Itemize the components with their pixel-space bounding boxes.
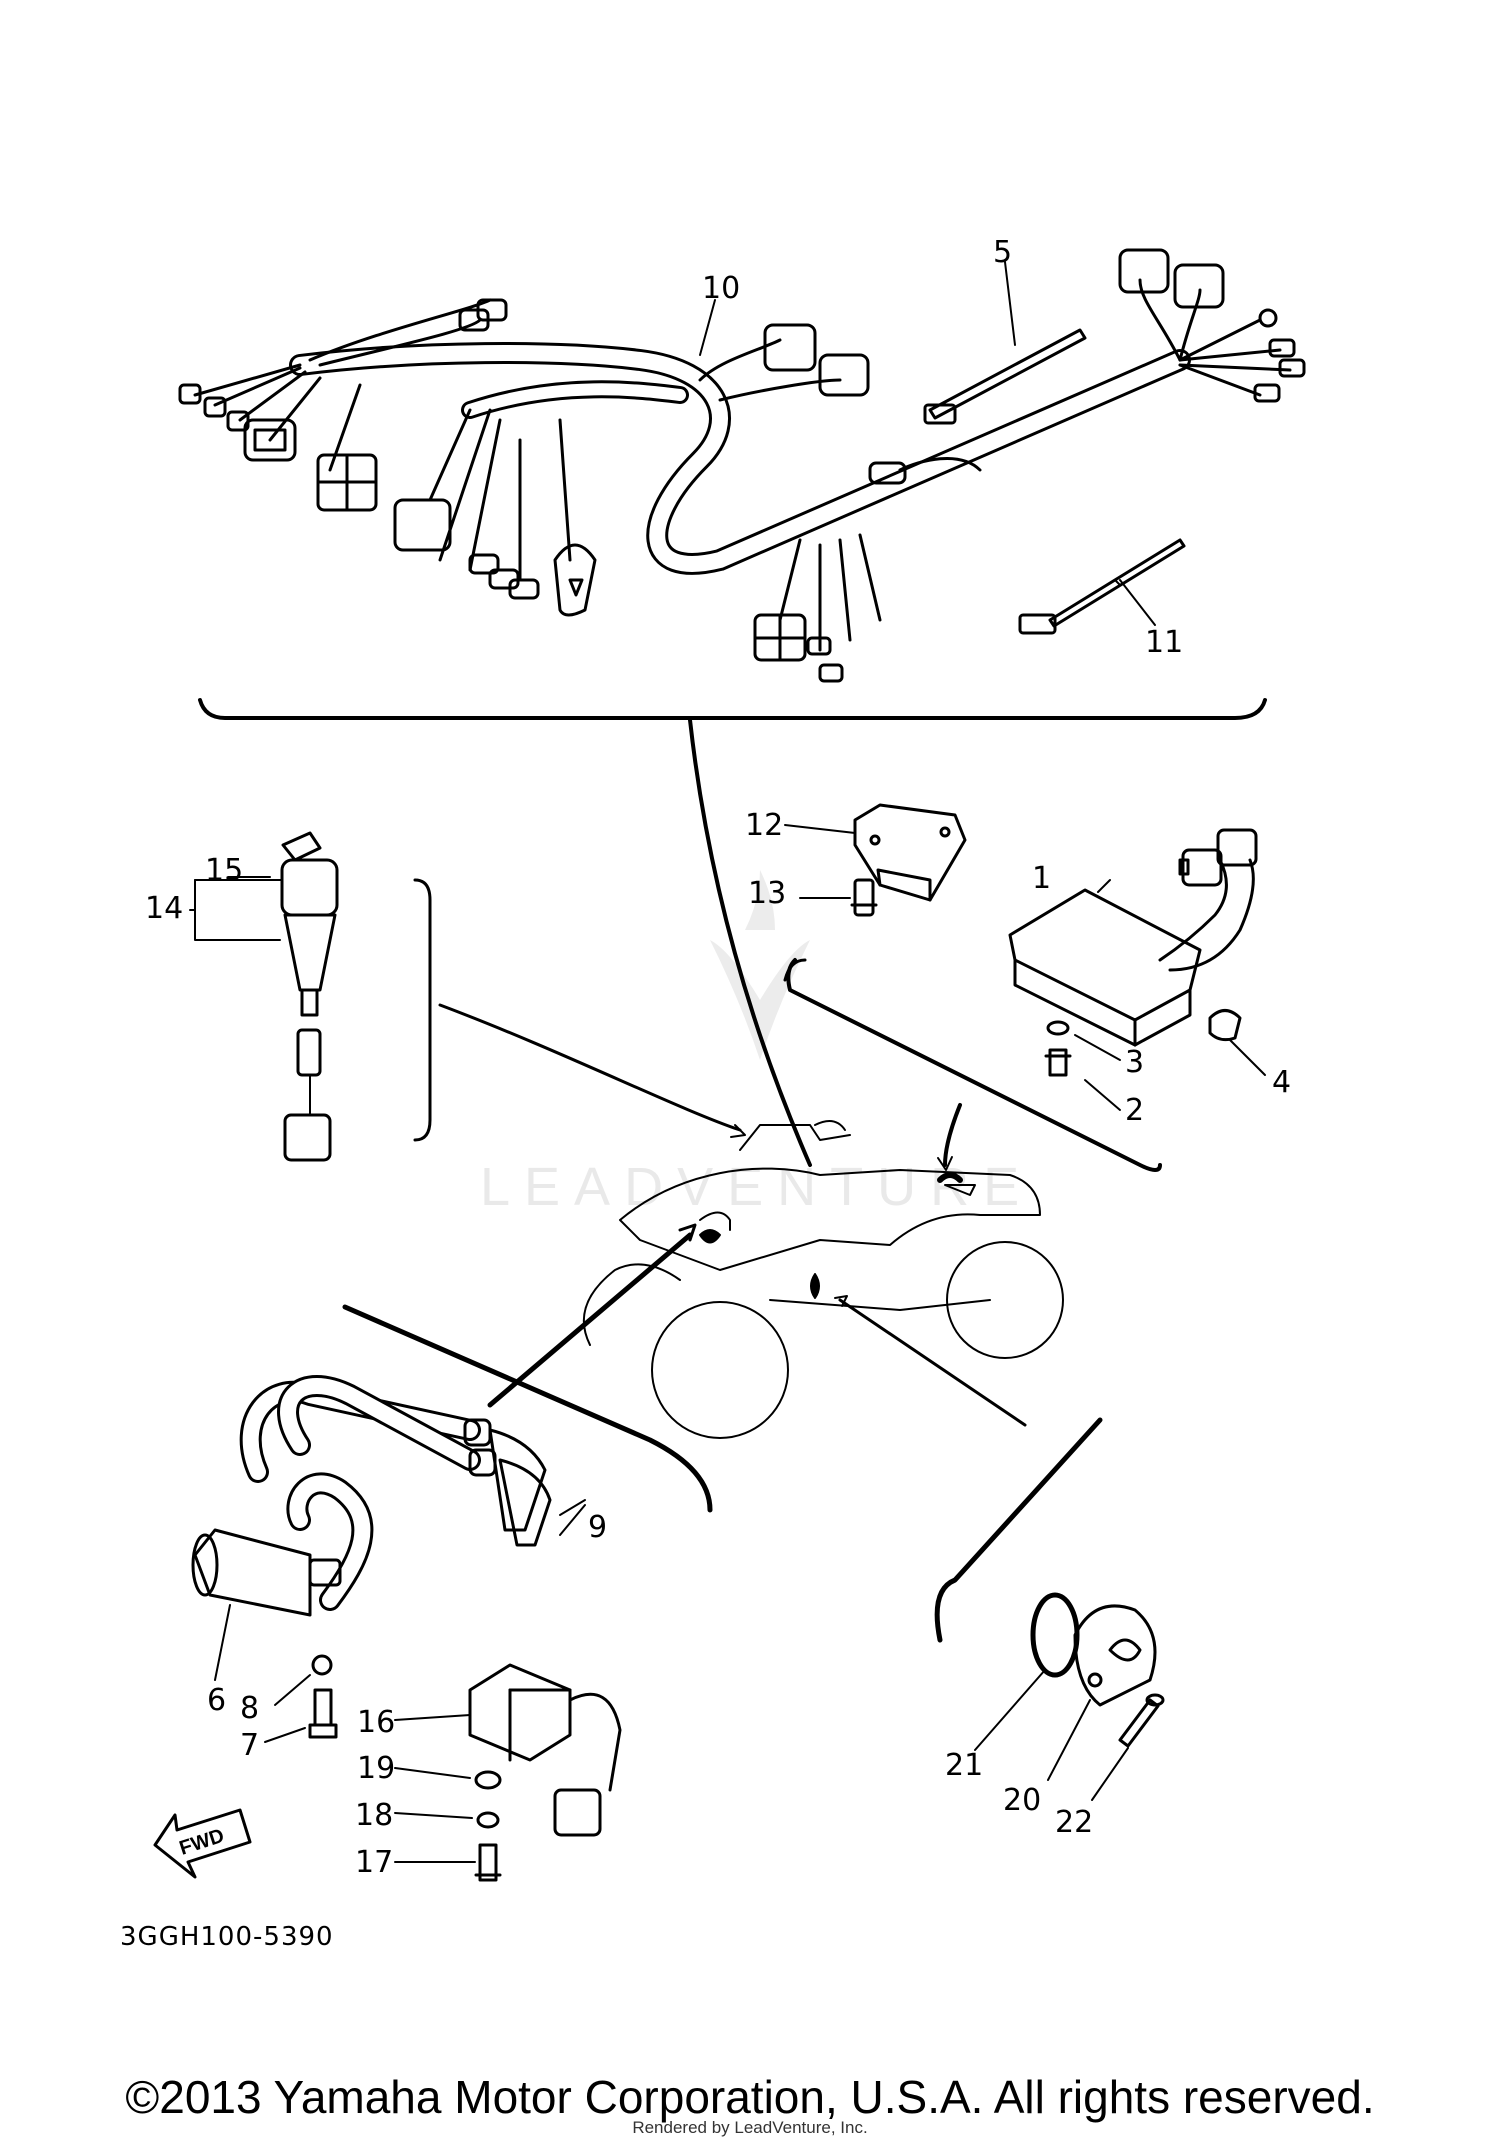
- ignition-coil: [191, 1304, 713, 1743]
- section-bracket-switch: [413, 878, 432, 1142]
- fwd-arrow: FWD: [153, 1808, 252, 1879]
- copyright-notice: ©2013 Yamaha Motor Corporation, U.S.A. A…: [125, 2071, 1375, 2123]
- callout-10: 10: [702, 271, 740, 306]
- callout-2: 2: [1125, 1093, 1144, 1128]
- wire-harness: [178, 248, 1306, 683]
- section-bracket-harness: [198, 698, 1267, 720]
- callout-4: 4: [1272, 1065, 1291, 1100]
- callout-21: 21: [945, 1748, 983, 1783]
- callout-14: 14: [145, 891, 183, 926]
- callout-5: 5: [993, 235, 1012, 270]
- leader-neutral: [838, 1298, 1027, 1427]
- callouts: 1 2 3 4 5 6 7 8 9 10 11 12 13 14 15 16 1…: [120, 235, 1291, 1952]
- leader-rectifier: [943, 1103, 962, 1167]
- callout-15: 15: [205, 853, 243, 888]
- main-switch: [189, 831, 432, 1162]
- watermark-text: LEADVENTURE: [480, 1157, 1033, 1217]
- callout-18: 18: [355, 1798, 393, 1833]
- leader-coil: [487, 1232, 693, 1408]
- section-bracket-neutral: [934, 1417, 1103, 1643]
- drawing-number: 3GGH100-5390: [120, 1922, 334, 1952]
- callout-7: 7: [240, 1728, 259, 1763]
- callout-22: 22: [1055, 1805, 1093, 1840]
- rendered-by-notice: Rendered by LeadVenture, Inc.: [632, 2118, 868, 2137]
- rectifier-unit: [783, 828, 1266, 1172]
- regulator-12: [784, 803, 967, 917]
- callout-1: 1: [1032, 861, 1051, 896]
- callout-11: 11: [1145, 625, 1183, 660]
- callout-20: 20: [1003, 1783, 1041, 1818]
- callout-9: 9: [588, 1510, 607, 1545]
- relay-16: [394, 1663, 622, 1882]
- section-bracket-coil: [342, 1304, 713, 1513]
- callout-3: 3: [1125, 1045, 1144, 1080]
- callout-6: 6: [207, 1683, 226, 1718]
- callout-13: 13: [748, 876, 786, 911]
- callout-19: 19: [357, 1751, 395, 1786]
- callout-8: 8: [240, 1691, 259, 1726]
- callout-17: 17: [355, 1845, 393, 1880]
- section-bracket-rectifier: [786, 958, 1162, 1172]
- leader-switch: [438, 1003, 742, 1132]
- callout-12: 12: [745, 808, 783, 843]
- watermark: LEADVENTURE: [480, 870, 1033, 1217]
- neutral-switch: [934, 1417, 1165, 1801]
- callout-16: 16: [357, 1705, 395, 1740]
- leader-harness: [688, 718, 812, 1167]
